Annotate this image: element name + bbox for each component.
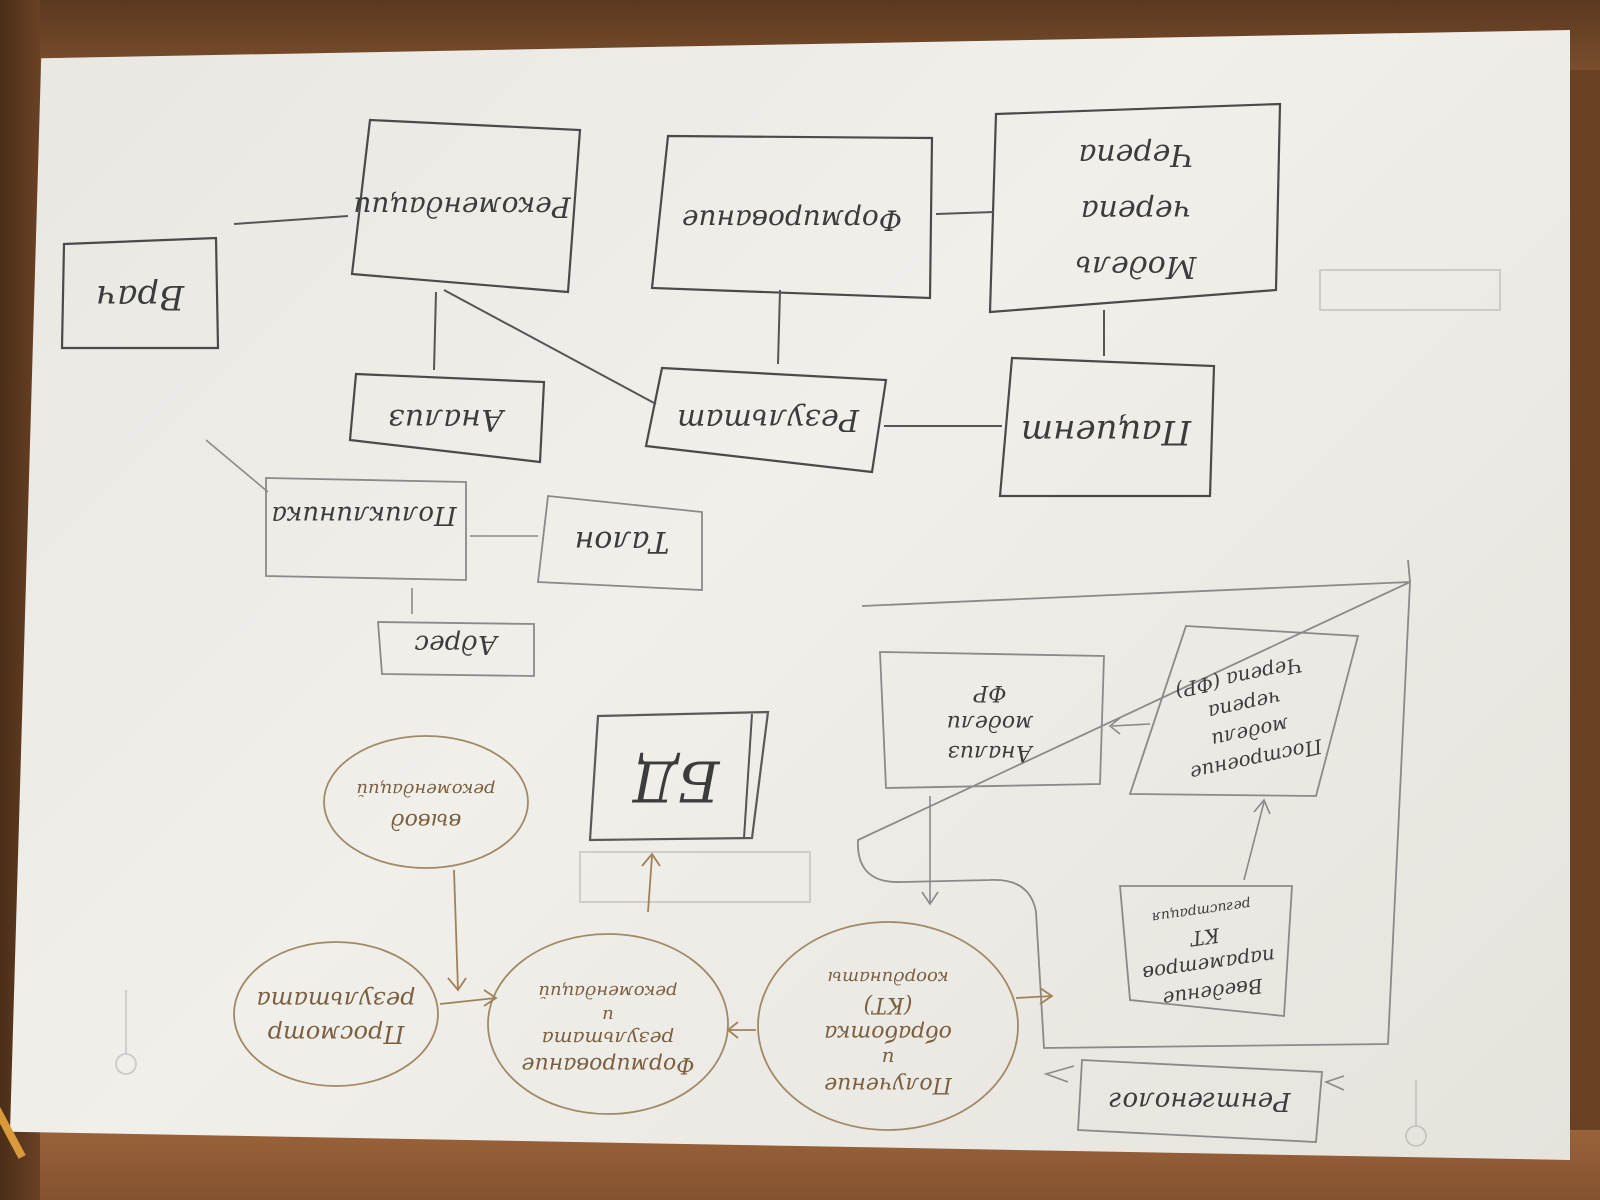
paper-sheet	[10, 30, 1570, 1160]
upper-connectors	[205, 211, 1105, 614]
node-poluchenie-line4: (КТ)	[864, 992, 913, 1017]
node-rentgen-label: Рентгенолог	[1109, 1086, 1291, 1116]
node-model-line1: Модель	[1076, 249, 1198, 284]
node-poliklinika: Поликлиника	[265, 477, 467, 581]
node-poluchenie-line2: и	[882, 1047, 895, 1071]
node-formirovanie-rez-line1: Формирование	[522, 1052, 695, 1077]
edge-prosmotr-formirovanie	[439, 997, 497, 1005]
node-model-line2: черепа	[1081, 193, 1192, 228]
node-bd: БД	[588, 710, 770, 842]
edge-rentgen-in	[1043, 1065, 1075, 1083]
node-talon: Талон	[536, 495, 703, 591]
edge-vrach-poliklinika	[205, 439, 269, 493]
edge-formirovanie-rezultat	[777, 289, 781, 365]
edge-rekomendacii-rezultat	[443, 289, 657, 405]
node-model-line3: Черепа	[1078, 137, 1193, 172]
lower-connectors	[439, 717, 1345, 1091]
node-vvedenie: Введение параметров КТ регистрация	[1119, 885, 1293, 1017]
node-rentgen: Рентгенолог	[1077, 1059, 1323, 1143]
node-postroenie: Построение модели черепа Черепа (ФР)	[1128, 625, 1360, 797]
node-adres: Адрес	[377, 621, 535, 677]
edge-poluchenie-group	[1015, 995, 1053, 999]
node-bd-label: БД	[631, 748, 720, 813]
node-formirovanie-rez-line3: и	[602, 1005, 614, 1026]
node-poliklinika-label: Поликлиника	[271, 500, 457, 530]
edge-formirovanie-bd	[647, 855, 653, 913]
node-pacient-label: Пациент	[1021, 412, 1192, 452]
node-poluchenie-line5: координаты	[827, 967, 948, 988]
node-poluchenie-line3: обработка	[824, 1020, 952, 1045]
node-talon-label: Талон	[575, 524, 670, 559]
node-rezultat-label: Результат	[677, 402, 860, 437]
edge-formirovanie-model	[935, 211, 995, 215]
node-analiz-modeli-line1: Анализ	[948, 740, 1034, 765]
node-vrach-label: Врач	[96, 277, 185, 317]
node-rezultat: Результат	[644, 366, 888, 474]
node-formirovanie-rez: Формирование результата и рекомендаций	[487, 933, 729, 1115]
node-vyvod: вывод рекомендаций	[323, 735, 529, 869]
node-formirovanie: Формирование	[650, 134, 934, 300]
node-prosmotr-line2: результата	[256, 986, 415, 1014]
node-analiz: Анализ	[348, 372, 546, 464]
node-vvedenie-line3: КТ	[1187, 923, 1222, 951]
edge-rekomendacii-analiz	[433, 291, 437, 371]
node-adres-label: Адрес	[414, 629, 499, 659]
node-formirovanie-label: Формирование	[682, 204, 902, 237]
node-pacient: Пациент	[998, 356, 1216, 498]
node-formirovanie-rez-line2: результата	[542, 1027, 675, 1051]
node-poluchenie: Получение и обработка (КТ) координаты	[757, 921, 1019, 1131]
node-prosmotr-line1: Просмотр	[268, 1020, 406, 1048]
node-analiz-modeli: Анализ модели ФР	[879, 651, 1105, 789]
edge-vrach-rekomendacii	[233, 215, 349, 225]
erased-marks	[115, 269, 1501, 1147]
node-prosmotr: Просмотр результата	[233, 941, 439, 1087]
node-vvedenie-line4: регистрация	[1151, 895, 1252, 925]
edge-postroenie-analiz	[1111, 723, 1151, 727]
node-rekomendacii-label: Рекомендации	[353, 191, 571, 224]
node-model-cherepa: Модель черепа Черепа	[988, 102, 1282, 314]
edge-vvedenie-postroenie	[1243, 801, 1265, 881]
node-vyvod-line2: рекомендаций	[356, 779, 495, 800]
node-formirovanie-rez-line4: рекомендаций	[538, 981, 677, 1002]
node-vyvod-line1: вывод	[391, 808, 462, 833]
node-poluchenie-line1: Получение	[824, 1072, 953, 1097]
node-analiz-modeli-line3: ФР	[972, 680, 1006, 705]
node-analiz-modeli-line2: модели	[947, 710, 1034, 735]
node-vrach: Врач	[60, 236, 220, 350]
node-analiz-label: Анализ	[388, 402, 505, 437]
edge-vyvod-down	[453, 869, 459, 991]
group-frame	[857, 559, 1411, 1049]
node-rekomendacii: Рекомендации	[350, 118, 582, 294]
